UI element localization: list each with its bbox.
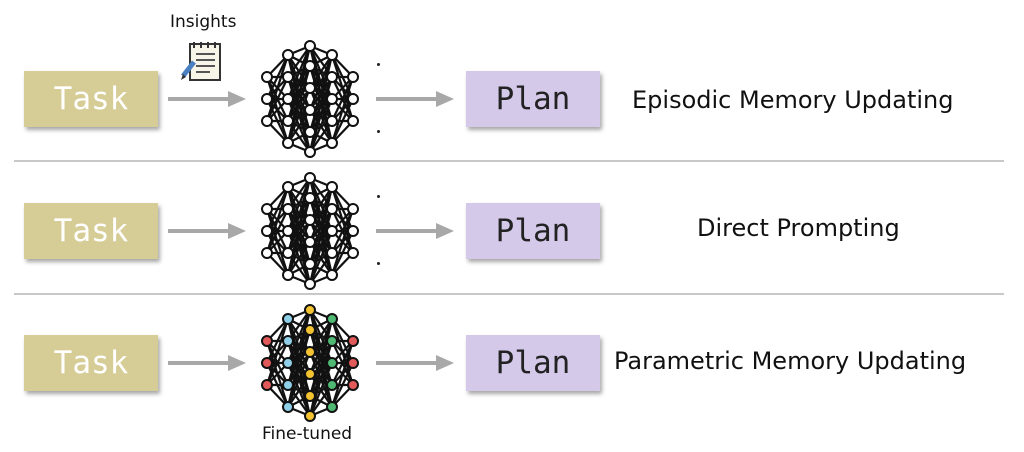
network-node [261,357,273,369]
network-node [282,49,294,61]
insights-label: Insights [170,12,237,32]
finetuned-label: Fine-tuned [262,424,353,444]
network-node [326,401,338,413]
network-node [326,137,338,149]
network-node [326,269,338,281]
network-node [304,304,316,316]
network-node [282,203,294,215]
arrow-model-to-plan [376,223,454,239]
network-node [304,346,316,358]
network-node [261,335,273,347]
network-node [347,203,359,215]
network-node [326,49,338,61]
network-node [326,247,338,259]
notepad-pencil-icon [181,42,221,81]
network-node [282,137,294,149]
arrow-model-to-plan [376,355,454,371]
network-node [326,71,338,83]
arrow-model-to-plan [376,91,454,107]
row-divider [14,160,1004,162]
network-node [304,60,316,72]
network-node [326,379,338,391]
network-node [282,225,294,237]
network-node [304,192,316,204]
network-node [326,203,338,215]
plan-box: Plan [466,335,600,391]
network-node [304,126,316,138]
plan-box: Plan [466,203,600,259]
task-box: Task [24,203,158,259]
network-node [304,278,316,290]
row-episodic: Insights Task Plan Episodic Memory Updat… [0,0,1024,158]
network-node [282,247,294,259]
network-node [304,82,316,94]
method-label: Episodic Memory Updating [632,86,954,114]
neural-network-icon [261,172,359,290]
method-label: Parametric Memory Updating [614,347,967,375]
network-node [304,214,316,226]
network-node [347,71,359,83]
network-node [282,401,294,413]
task-box: Task [24,71,158,127]
network-node [282,357,294,369]
network-node [261,225,273,237]
network-node [347,115,359,127]
network-node [304,146,316,158]
neural-network-icon [261,40,359,158]
network-node [347,357,359,369]
network-node [347,335,359,347]
network-node [304,410,316,422]
network-node [261,203,273,215]
network-node [304,390,316,402]
network-node [326,225,338,237]
network-node [326,93,338,105]
finetuned-neural-network-icon [261,304,359,422]
network-node [261,115,273,127]
network-node [261,247,273,259]
network-node [304,40,316,52]
network-node [282,313,294,325]
network-node [347,225,359,237]
network-node [282,115,294,127]
arrow-task-to-model [168,91,246,107]
network-node [326,357,338,369]
network-node [326,181,338,193]
network-node [282,269,294,281]
task-box: Task [24,335,158,391]
network-node [304,324,316,336]
network-node [261,379,273,391]
arrow-task-to-model [168,355,246,371]
network-node [326,115,338,127]
network-node [261,93,273,105]
arrow-task-to-model [168,223,246,239]
network-node [304,104,316,116]
method-label: Direct Prompting [697,214,900,242]
plan-box: Plan [466,71,600,127]
network-node [304,258,316,270]
network-node [282,71,294,83]
network-node [347,247,359,259]
network-node [326,335,338,347]
network-node [347,379,359,391]
row-divider [14,293,1004,295]
network-node [347,93,359,105]
network-node [261,71,273,83]
row-direct: Task Plan Direct Prompting [0,0,1024,290]
network-node [282,379,294,391]
network-node [282,335,294,347]
network-node [304,236,316,248]
network-node [304,172,316,184]
network-node [326,313,338,325]
network-node [304,368,316,380]
network-node [282,93,294,105]
network-node [282,181,294,193]
